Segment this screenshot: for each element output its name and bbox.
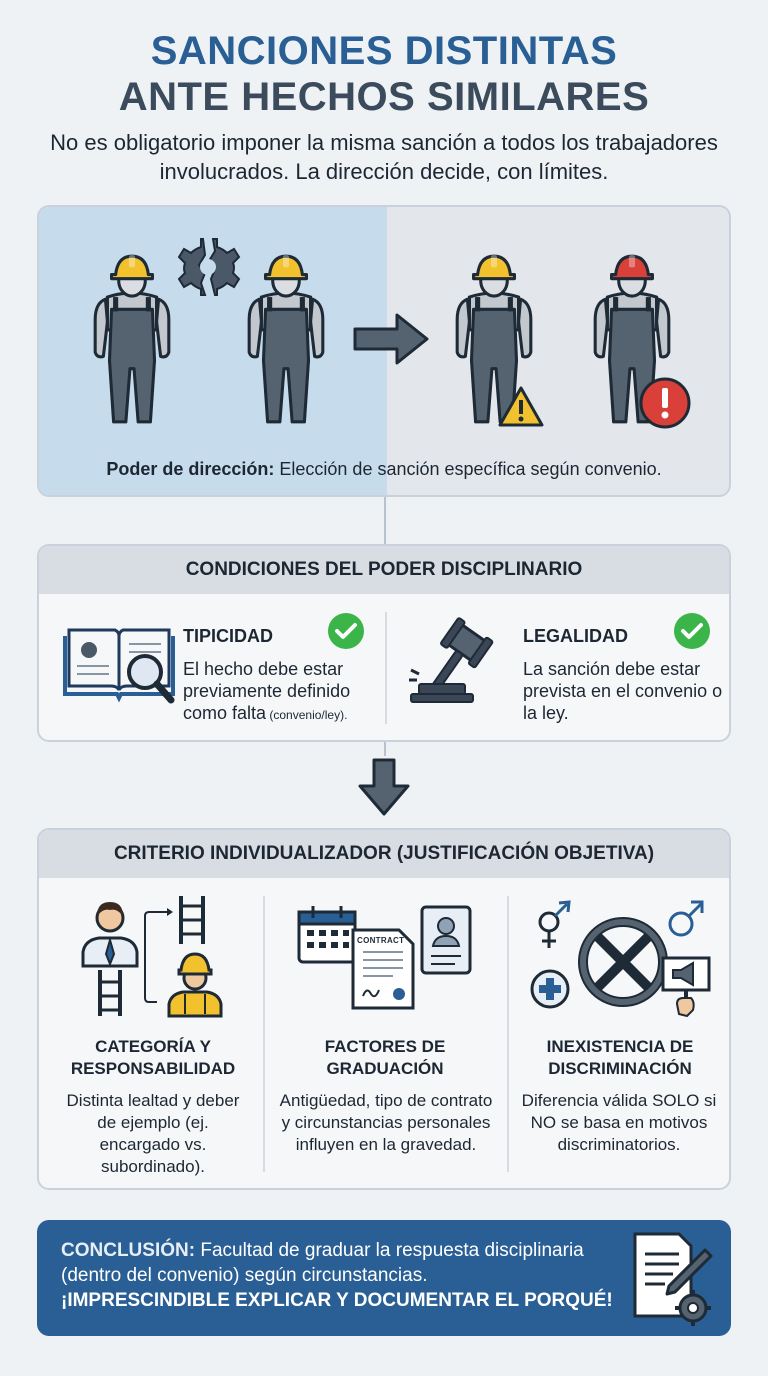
criteria-header: CRITERIO INDIVIDUALIZADOR (JUSTIFICACIÓN…	[39, 830, 729, 878]
ladder-icon	[98, 970, 122, 1016]
arrow-down-icon	[358, 758, 410, 816]
worker-icon	[87, 253, 177, 429]
page-title: SANCIONES DISTINTAS ANTE HECHOS SIMILARE…	[0, 28, 768, 120]
id-card-icon	[420, 905, 472, 975]
caption-text: Elección de sanción específica según con…	[274, 459, 662, 479]
direction-power-panel: Poder de dirección: Elección de sanción …	[37, 205, 731, 497]
broken-gear-icon	[177, 238, 241, 296]
criteria-divider-2	[507, 896, 509, 1172]
megaphone-sign-icon	[661, 956, 711, 1018]
graduation-title: FACTORES DE GRADUACIÓN	[324, 1037, 446, 1078]
conclusion-text: CONCLUSIÓN: Facultad de graduar la respu…	[61, 1238, 641, 1313]
discrimination-title: INEXISTENCIA DE DISCRIMINACIÓN	[546, 1037, 694, 1078]
category-title: CATEGORÍA Y RESPONSABILIDAD	[70, 1037, 236, 1078]
direction-power-caption: Poder de dirección: Elección de sanción …	[39, 459, 729, 480]
criteria-panel: CRITERIO INDIVIDUALIZADOR (JUSTIFICACIÓN…	[37, 828, 731, 1190]
gavel-icon	[409, 617, 494, 703]
conditions-divider	[385, 612, 387, 724]
flow-arrows-icon	[144, 908, 173, 1003]
arrow-right-icon	[353, 313, 429, 365]
graduation-text: Antigüedad, tipo de contrato y circunsta…	[279, 1091, 493, 1154]
ladder-icon	[179, 896, 205, 944]
manager-icon	[81, 902, 139, 968]
conditions-panel: CONDICIONES DEL PODER DISCIPLINARIO TIPI…	[37, 544, 731, 742]
typicity-text-note: (convenio/ley).	[266, 708, 348, 722]
category-text: Distinta lealtad y deber de ejemplo (ej.…	[66, 1091, 240, 1176]
typicity-text: El hecho debe estar previamente definido…	[183, 658, 383, 726]
contract-label: CONTRACT	[357, 936, 405, 945]
legality-text: La sanción debe estar prevista en el con…	[523, 659, 723, 723]
discrimination-text: Diferencia válida SOLO si NO se basa en …	[521, 1091, 717, 1154]
title-line-2: ANTE HECHOS SIMILARES	[118, 75, 650, 119]
legality-title: LEGALIDAD	[523, 626, 628, 646]
connector-line	[384, 497, 386, 544]
gender-icon	[538, 900, 571, 948]
conclusion-box: CONCLUSIÓN: Facultad de graduar la respu…	[37, 1220, 731, 1336]
document-pen-icon	[633, 1232, 713, 1326]
check-icon	[674, 613, 710, 649]
conclusion-label: CONCLUSIÓN:	[61, 1240, 196, 1261]
worker-icon	[241, 253, 331, 429]
caption-label: Poder de dirección:	[106, 459, 275, 479]
contract-icon	[351, 928, 415, 1010]
book-magnifier-icon	[63, 628, 175, 704]
calendar-icon	[297, 906, 357, 964]
no-symbol-icon	[578, 917, 668, 1007]
conditions-header: CONDICIONES DEL PODER DISCIPLINARIO	[39, 546, 729, 594]
warning-icon	[498, 386, 544, 427]
page-subtitle: No es obligatorio imponer la misma sanci…	[50, 130, 718, 184]
health-cross-icon	[530, 969, 570, 1009]
title-line-1: SANCIONES DISTINTAS	[150, 29, 618, 73]
criteria-divider-1	[263, 896, 265, 1172]
conclusion-body: Facultad de graduar la respuesta discipl…	[61, 1240, 584, 1286]
alert-icon	[639, 377, 691, 429]
conclusion-emphasis: ¡IMPRESCINDIBLE EXPLICAR Y DOCUMENTAR EL…	[61, 1290, 613, 1311]
worker-icon	[167, 952, 223, 1018]
connector-line	[384, 742, 386, 756]
typicity-title: TIPICIDAD	[183, 626, 273, 646]
typicity-text-main: El hecho debe estar previamente definido…	[183, 659, 351, 723]
gender-icon	[668, 900, 704, 937]
check-icon	[328, 613, 364, 649]
